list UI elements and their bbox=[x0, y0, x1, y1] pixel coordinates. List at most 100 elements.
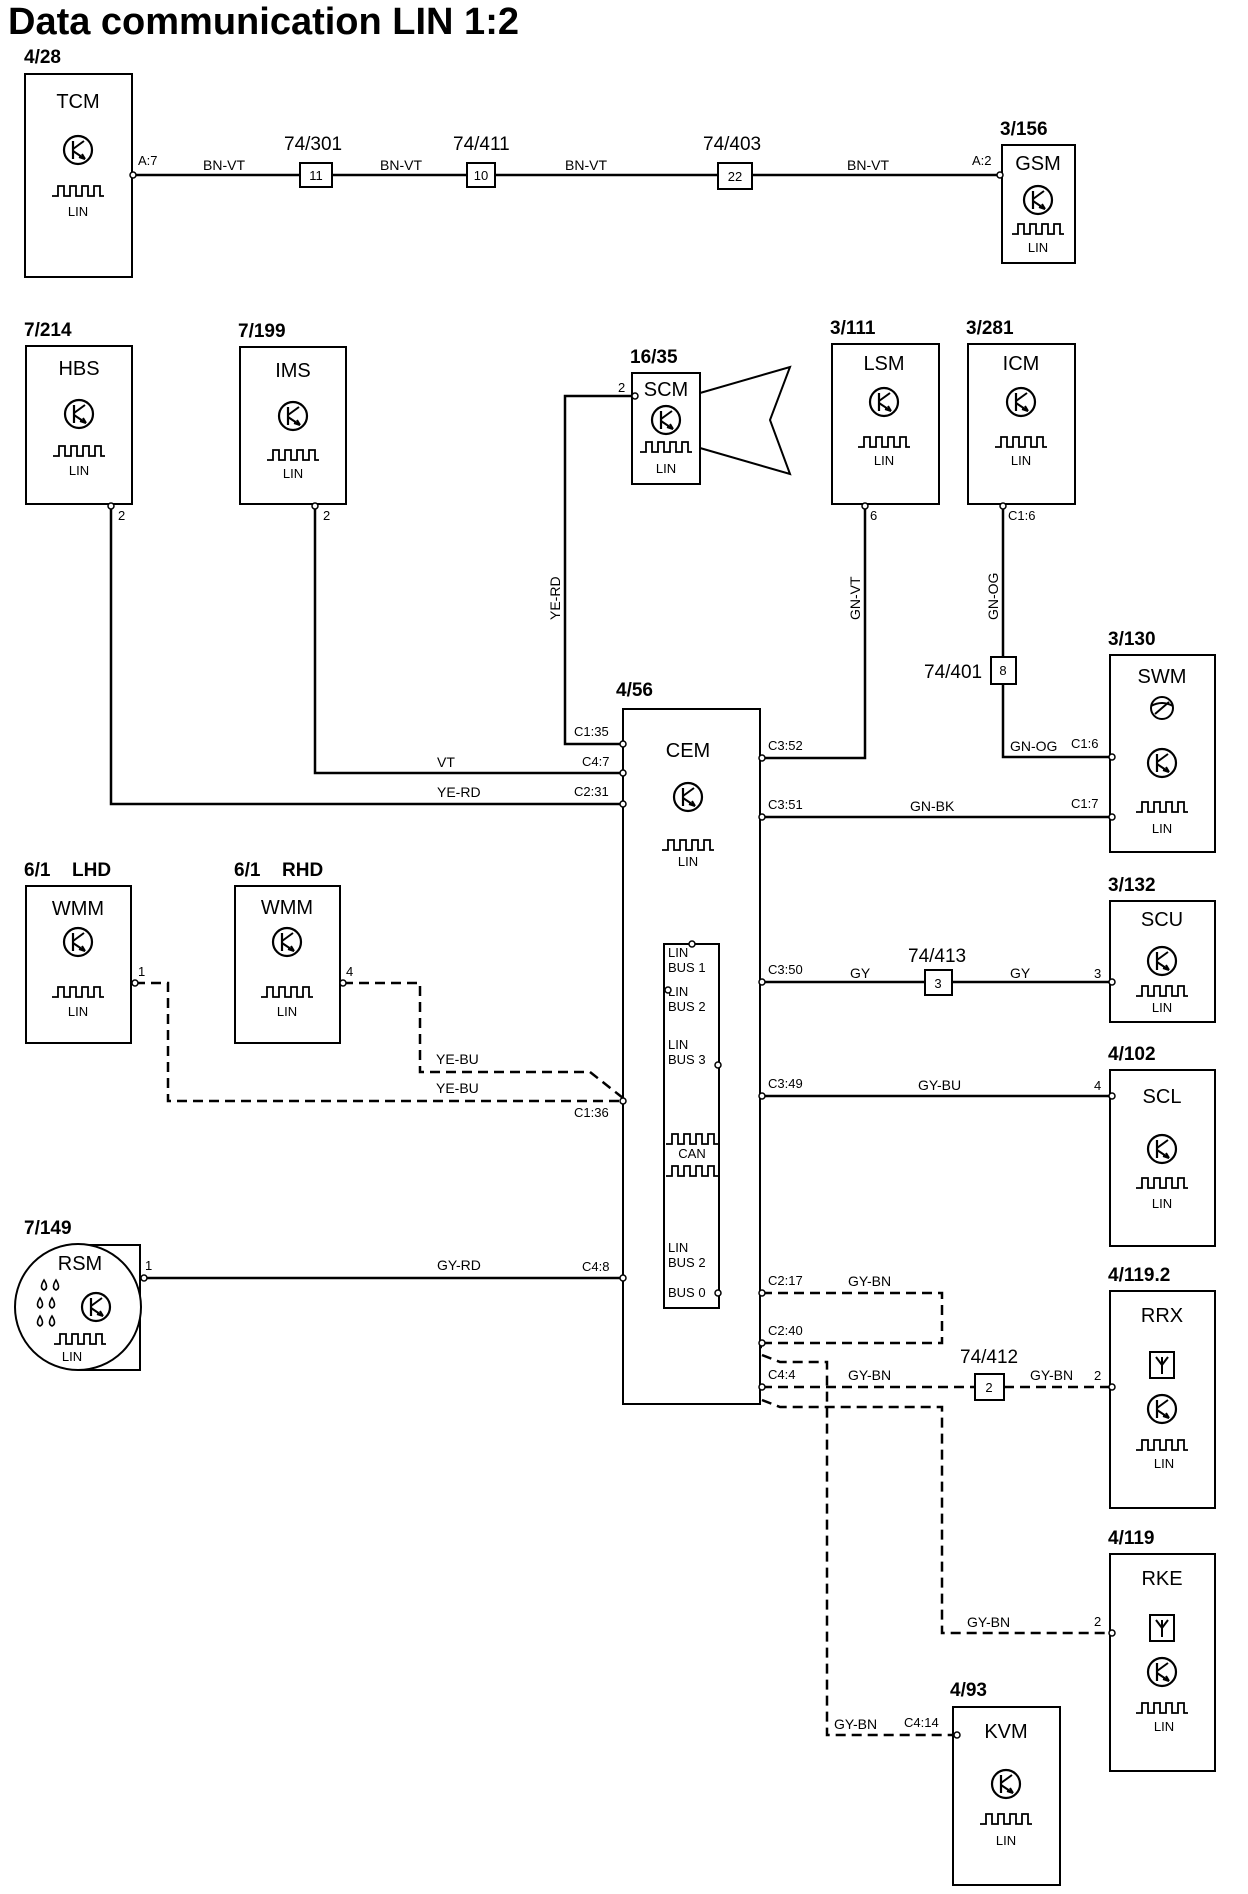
splice-ref: 74/401 bbox=[924, 662, 982, 683]
module-name: CEM bbox=[666, 740, 710, 762]
wire-color-label: GN-BK bbox=[910, 798, 955, 814]
bus-label: LIN bbox=[668, 1037, 688, 1052]
pin-label: C1:36 bbox=[574, 1105, 609, 1120]
module-name: RKE bbox=[1141, 1568, 1182, 1590]
module-box bbox=[1109, 1069, 1216, 1247]
pin-label: C2:31 bbox=[574, 784, 609, 799]
module-name: SWM bbox=[1138, 666, 1187, 688]
module-ref: 16/35 bbox=[630, 347, 678, 368]
module-signal: LIN bbox=[1152, 1196, 1172, 1211]
module-box bbox=[952, 1706, 1061, 1886]
pin-label: C2:40 bbox=[768, 1323, 803, 1338]
splice-number: 10 bbox=[474, 168, 488, 183]
splice-74-411: 74/411 10 bbox=[453, 134, 510, 188]
module-name: KVM bbox=[984, 1721, 1027, 1743]
wire-color-label: GY-BN bbox=[967, 1614, 1010, 1630]
module-box bbox=[1109, 1553, 1216, 1772]
module-box bbox=[234, 885, 341, 1044]
module-signal: LIN bbox=[874, 453, 894, 468]
pin-label: C1:7 bbox=[1071, 796, 1098, 811]
splice-number: 8 bbox=[999, 663, 1006, 678]
module-signal: LIN bbox=[1152, 1000, 1172, 1015]
module-ref: 6/1 bbox=[24, 860, 51, 881]
wire-color-label: BN-VT bbox=[847, 157, 889, 173]
wire-hbs-cem bbox=[109, 504, 623, 806]
module-swm: 3/130 SWM LIN C1:6 C1:7 bbox=[1071, 629, 1216, 853]
module-tcm: 4/28 TCM LIN A:7 bbox=[24, 47, 158, 278]
module-ref: 4/56 bbox=[616, 680, 653, 701]
wire-color-label: GN-OG bbox=[985, 573, 1001, 620]
module-name: SCL bbox=[1143, 1086, 1182, 1108]
module-side: RHD bbox=[282, 860, 323, 881]
wire-color-label: GY-BU bbox=[918, 1077, 961, 1093]
pin-label: C2:17 bbox=[768, 1273, 803, 1288]
pin-label: C1:6 bbox=[1008, 508, 1035, 523]
pin-label: 2 bbox=[618, 380, 625, 395]
module-ref: 4/119 bbox=[1108, 1528, 1155, 1549]
wire-ims-cem bbox=[313, 504, 623, 775]
module-gsm: 3/156 GSM LIN A:2 bbox=[972, 119, 1076, 264]
splice-74-413: 74/413 3 bbox=[908, 946, 966, 996]
module-signal: LIN bbox=[1154, 1456, 1174, 1471]
splice-box bbox=[924, 969, 953, 996]
splice-74-403: 74/403 22 bbox=[703, 134, 761, 190]
module-name: RSM bbox=[58, 1253, 102, 1275]
module-box bbox=[239, 346, 347, 505]
wire-color-label: GY-RD bbox=[437, 1257, 481, 1273]
wire-color-label: GY-BN bbox=[848, 1367, 891, 1383]
module-lsm: 3/111 LSM LIN 6 bbox=[830, 318, 940, 523]
pin-label: 3 bbox=[1094, 966, 1101, 981]
splice-number: 22 bbox=[728, 169, 742, 184]
module-name: SCU bbox=[1141, 909, 1183, 931]
pin-label: 1 bbox=[145, 1258, 152, 1273]
module-name: IMS bbox=[275, 360, 311, 382]
module-signal: LIN bbox=[283, 466, 303, 481]
module-ref: 3/281 bbox=[966, 318, 1014, 339]
module-wmm-lhd: 6/1 LHD WMM LIN 1 bbox=[24, 860, 145, 1044]
splice-box bbox=[990, 656, 1017, 685]
module-ref: 3/132 bbox=[1108, 875, 1156, 896]
module-name: LSM bbox=[863, 353, 904, 375]
pin-label: C4:4 bbox=[768, 1367, 795, 1382]
pin-label: C4:7 bbox=[582, 754, 609, 769]
rain-drops-icon bbox=[36, 1278, 60, 1327]
pin-label: C3:49 bbox=[768, 1076, 803, 1091]
module-cem: 4/56 CEM LIN LIN BUS 1 LIN BUS 2 LIN BUS… bbox=[574, 680, 803, 1405]
module-rke: 4/119 RKE LIN 2 bbox=[1094, 1528, 1216, 1772]
module-signal: LIN bbox=[69, 463, 89, 478]
horn-icon bbox=[699, 365, 792, 476]
steering-wheel-icon bbox=[1150, 696, 1174, 720]
module-signal: LIN bbox=[68, 1004, 88, 1019]
wire-color-label: GN-VT bbox=[847, 576, 863, 620]
splice-number: 11 bbox=[309, 168, 323, 183]
module-name: TCM bbox=[56, 91, 99, 113]
wire-color-label: GY bbox=[1010, 965, 1031, 981]
module-ref: 7/214 bbox=[24, 320, 72, 341]
cem-bus-block bbox=[663, 943, 720, 1309]
module-signal: LIN bbox=[68, 204, 88, 219]
splice-74-301: 74/301 11 bbox=[284, 134, 342, 188]
module-ref: 4/93 bbox=[950, 1680, 987, 1701]
module-box bbox=[24, 73, 133, 278]
wire-color-label: VT bbox=[437, 754, 455, 770]
module-signal: LIN bbox=[1154, 1719, 1174, 1734]
module-signal: LIN bbox=[1011, 453, 1031, 468]
pin-label: 1 bbox=[138, 964, 145, 979]
module-box bbox=[831, 343, 940, 505]
wire-labels: BN-VT BN-VT BN-VT BN-VT YE-RD VT YE-RD G… bbox=[203, 157, 1073, 1732]
pin-label: C1:35 bbox=[574, 724, 609, 739]
pin-label: C3:50 bbox=[768, 962, 803, 977]
wire-color-label: YE-BU bbox=[436, 1080, 479, 1096]
splice-ref: 74/412 bbox=[960, 1347, 1018, 1368]
bus-label: LIN bbox=[668, 984, 688, 999]
module-ref: 4/102 bbox=[1108, 1044, 1156, 1065]
module-signal: LIN bbox=[656, 461, 676, 476]
module-signal: LIN bbox=[1152, 821, 1172, 836]
wire-color-label: BN-VT bbox=[203, 157, 245, 173]
wire-color-label: GY bbox=[850, 965, 871, 981]
pin-label: C1:6 bbox=[1071, 736, 1098, 751]
splice-ref: 74/411 bbox=[453, 134, 510, 155]
module-name: WMM bbox=[52, 898, 104, 920]
module-box bbox=[1109, 900, 1216, 1023]
wire-wmm-lhd bbox=[135, 981, 623, 1103]
